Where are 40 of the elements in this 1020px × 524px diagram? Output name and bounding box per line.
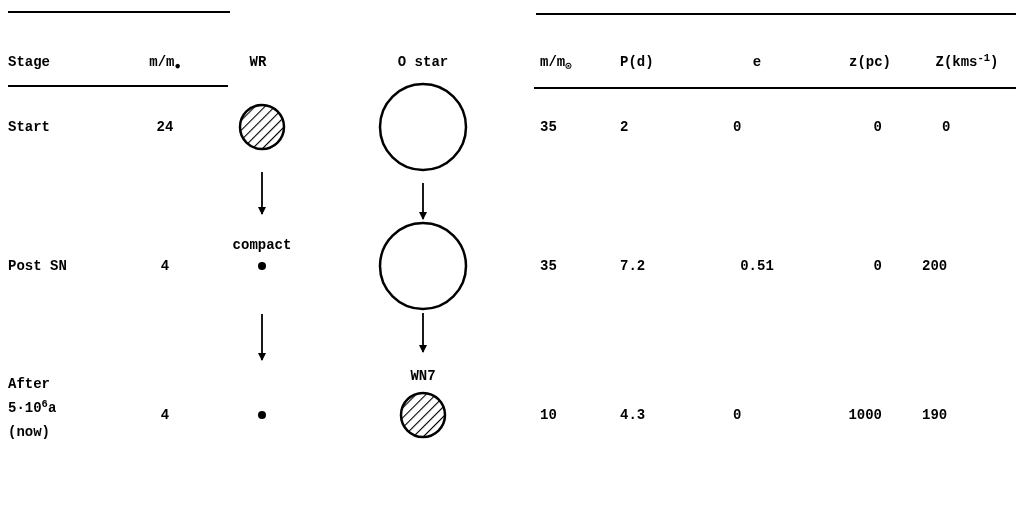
table-text: 0: [942, 118, 951, 137]
table-text: 0: [873, 257, 882, 276]
circle: [378, 82, 468, 172]
star-label: compact: [232, 236, 292, 254]
dot-symbol: [256, 409, 268, 421]
table-text: Start: [8, 118, 50, 137]
table-text: 0: [733, 118, 742, 137]
column-header: e: [752, 53, 762, 72]
column-header: m/m$_{⊙}$: [540, 53, 572, 74]
arrow: [419, 182, 427, 220]
table-text: 35: [540, 257, 557, 276]
circle: [378, 221, 468, 311]
arrow: [258, 171, 266, 215]
column-header: O star: [397, 53, 449, 72]
arrow: [258, 313, 266, 361]
table-text: 24: [156, 118, 174, 137]
table-text: 2: [620, 118, 629, 137]
column-header: Stage: [8, 53, 50, 72]
table-text: 4: [160, 257, 170, 276]
table-text: 35: [540, 118, 557, 137]
table-text: 0: [873, 118, 882, 137]
column-header: WR: [249, 53, 267, 72]
table-text: 4.3: [620, 406, 646, 425]
hatched-circle: [238, 103, 286, 151]
table-text: 4: [160, 406, 170, 425]
table-text: 0: [733, 406, 742, 425]
table-text: After 5·10$^{6}$a (now): [8, 375, 58, 442]
table-text: 190: [922, 406, 948, 425]
column-header: P(d): [620, 53, 654, 72]
arrow: [419, 312, 427, 353]
table-text: 200: [922, 257, 948, 276]
column-header: z(pc): [849, 53, 891, 72]
table-text: 7.2: [620, 257, 646, 276]
star-label: WN7: [410, 367, 436, 385]
column-header: Z(kms$^{-1}$): [935, 50, 999, 72]
table-text: 0.51: [740, 257, 774, 276]
table-text: Post SN: [8, 257, 67, 276]
table-text: 1000: [848, 406, 882, 425]
column-header: m/m$_{●}$: [149, 53, 181, 74]
table-text: 10: [540, 406, 557, 425]
